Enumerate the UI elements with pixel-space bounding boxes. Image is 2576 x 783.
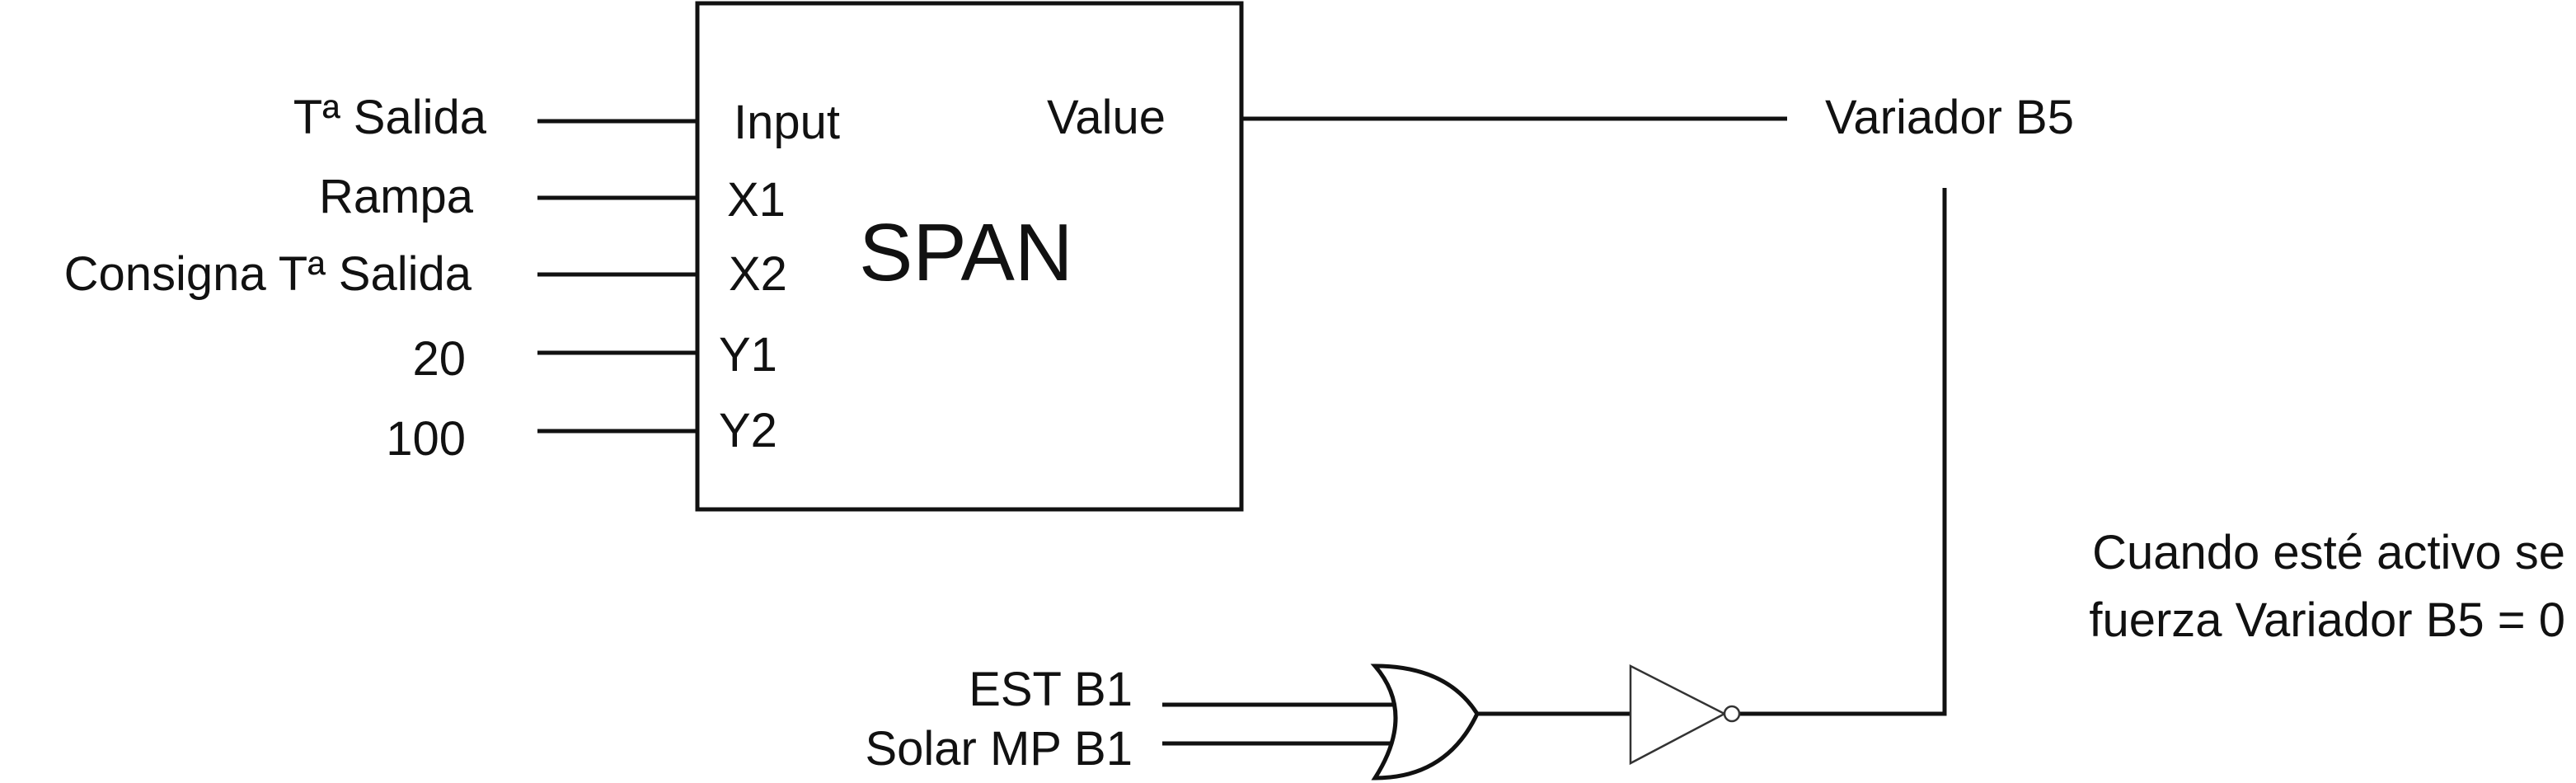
- port-x2: X2: [729, 247, 787, 301]
- label-est-b1: EST B1: [969, 663, 1133, 716]
- label-rampa: Rampa: [319, 170, 474, 223]
- label-consigna-temp-salida: Consigna Tª Salida: [64, 247, 472, 301]
- port-input: Input: [734, 96, 840, 149]
- or-gate: [1370, 663, 1480, 781]
- not-gate-bubble: [1723, 705, 1741, 723]
- span-block: [695, 1, 1244, 512]
- port-y2: Y2: [719, 404, 777, 457]
- port-x1: X1: [727, 173, 786, 227]
- span-block-title: SPAN: [859, 207, 1073, 298]
- note-line-2: fuerza Variador B5 = 0: [2089, 593, 2565, 647]
- note-line-1: Cuando esté activo se: [2092, 526, 2565, 579]
- wire-override: [1739, 188, 1947, 716]
- label-y2-value: 100: [386, 412, 466, 466]
- port-y1: Y1: [719, 328, 777, 382]
- label-temp-salida: Tª Salida: [293, 91, 487, 144]
- label-y1-value: 20: [412, 332, 466, 386]
- port-value: Value: [1047, 91, 1166, 144]
- label-variador-b5: Variador B5: [1825, 91, 2074, 144]
- not-gate: [1629, 663, 1727, 766]
- label-solar-mp-b1: Solar MP B1: [865, 722, 1133, 776]
